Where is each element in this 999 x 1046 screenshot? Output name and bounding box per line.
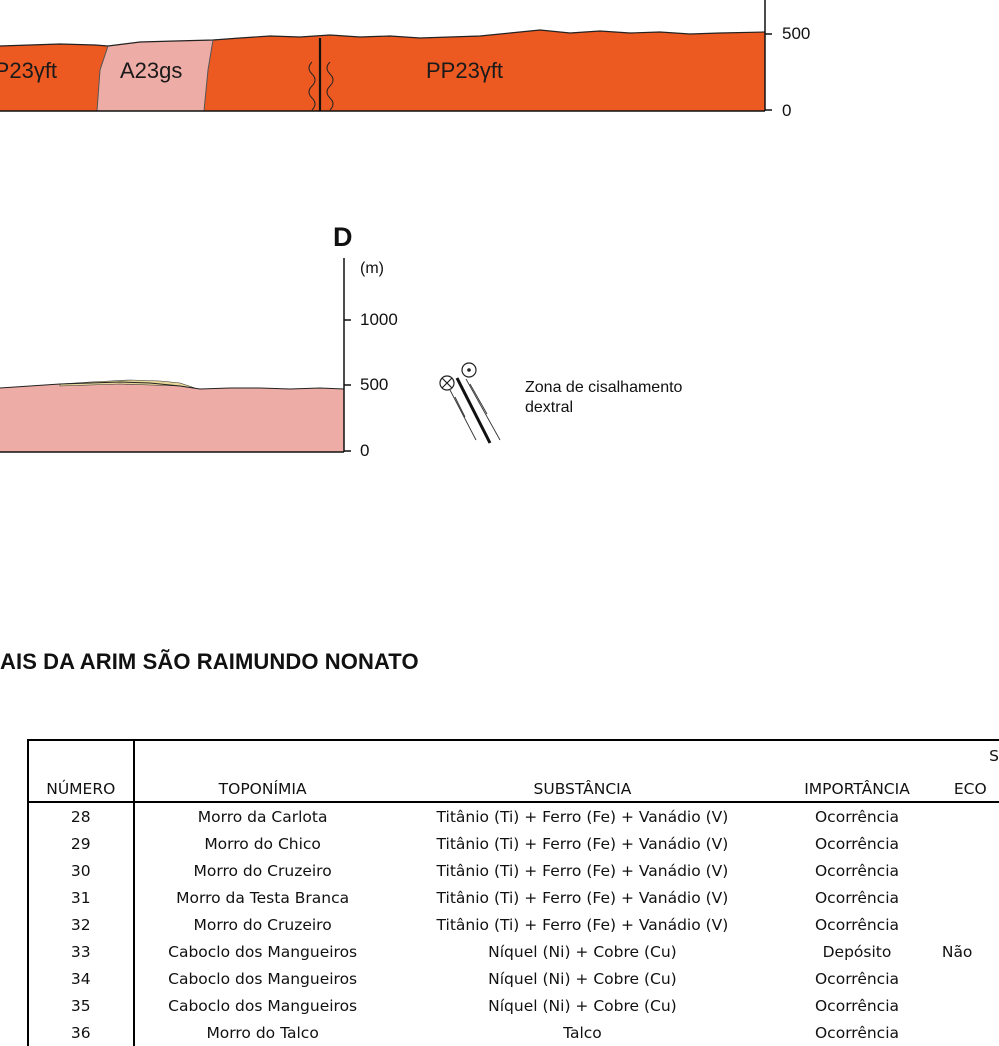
unit-bedrock — [0, 382, 344, 452]
table-cell-toponimia: Morro do Talco — [206, 1023, 319, 1042]
unit-granite-left — [0, 44, 108, 111]
table-row: 32 Morro do Cruzeiro Titânio (Ti) + Ferro … — [27, 911, 999, 938]
header-top-cell-eco: S — [939, 739, 999, 771]
table-cell-eco — [940, 965, 999, 992]
table-row: 28 Morro da Carlota Titânio (Ti) + Ferro (… — [27, 802, 999, 830]
legend-text-line1: Zona de cisalhamento — [525, 379, 683, 396]
unit-label-gneiss: A23gs — [120, 58, 183, 83]
column-header-importancia: IMPORTÂNCIA — [774, 771, 940, 803]
top-cross-section — [0, 0, 772, 112]
table-cell-substancia: Titânio (Ti) + Ferro (Fe) + Vanádio (V) — [436, 915, 729, 934]
header-top-cell-toponimia — [133, 739, 391, 771]
table-cell-substancia: Níquel (Ni) + Cobre (Cu) — [488, 969, 677, 988]
shear-squiggle-left — [308, 61, 316, 111]
table-cell-substancia: Talco — [563, 1023, 602, 1042]
table-cell-toponimia: Morro do Cruzeiro — [193, 915, 332, 934]
column-header-numero: NÚMERO — [27, 771, 135, 803]
table-row: 36 Morro do Talco Talco Ocorrência — [27, 1019, 999, 1046]
table-cell-numero: 32 — [27, 911, 135, 938]
table-cell-eco — [940, 911, 999, 938]
tick-label-500: 500 — [782, 24, 811, 43]
table-cell-substancia: Titânio (Ti) + Ferro (Fe) + Vanádio (V) — [436, 861, 729, 880]
table-cell-toponimia: Morro do Cruzeiro — [193, 861, 332, 880]
table-cell-eco — [940, 802, 999, 830]
tick-label-0-bottom: 0 — [360, 441, 370, 460]
table-cell-substancia: Níquel (Ni) + Cobre (Cu) — [488, 942, 677, 961]
tick-label-1000: 1000 — [360, 310, 398, 329]
contact-line-left — [96, 45, 109, 112]
table-row: 31 Morro da Testa Branca Titânio (Ti) + Fe… — [27, 884, 999, 911]
contact-line-right — [203, 39, 214, 112]
table-cell-toponimia: Caboclo dos Mangueiros — [168, 969, 358, 988]
legend-shear-zone: Zona de cisalhamento dextral — [525, 378, 682, 418]
shear-squiggle-right — [326, 61, 334, 111]
column-header-eco: ECO — [939, 771, 999, 803]
unit-label-main: PP23γft — [426, 58, 504, 83]
tick-label-0: 0 — [782, 101, 792, 120]
table-cell-importancia: Ocorrência — [814, 996, 900, 1015]
header-top-cell-numero — [27, 739, 135, 771]
unit-gneiss-block — [97, 40, 213, 111]
table-cell-importancia: Ocorrência — [814, 807, 900, 826]
table-cell-substancia: Titânio (Ti) + Ferro (Fe) + Vanádio (V) — [436, 888, 729, 907]
header-top-cell-substancia — [390, 739, 775, 771]
unit-label-left: PP23γft — [0, 58, 58, 83]
table-cell-toponimia: Caboclo dos Mangueiros — [168, 996, 358, 1015]
table-cell-importancia: Ocorrência — [814, 915, 900, 934]
tick-label-500-bottom: 500 — [360, 375, 389, 394]
table-cell-numero: 36 — [27, 1019, 135, 1046]
table-row: 30 Morro do Cruzeiro Titânio (Ti) + Ferro … — [27, 857, 999, 884]
table-cell-importancia: Ocorrência — [814, 834, 900, 853]
table-row: 29 Morro do Chico Titânio (Ti) + Ferro (Fe… — [27, 830, 999, 857]
table-cell-substancia: Titânio (Ti) + Ferro (Fe) + Vanádio (V) — [436, 807, 729, 826]
table-cell-substancia: Titânio (Ti) + Ferro (Fe) + Vanádio (V) — [436, 834, 729, 853]
unit-granite-main — [204, 30, 765, 111]
table-cell-eco — [940, 857, 999, 884]
table-cell-toponimia: Morro da Carlota — [197, 807, 328, 826]
bottom-cross-section — [0, 258, 501, 453]
table-cell-toponimia: Morro do Chico — [204, 834, 321, 853]
table-cell-importancia: Ocorrência — [814, 1023, 900, 1042]
table-cell-numero: 30 — [27, 857, 135, 884]
axis-unit-label: (m) — [360, 260, 384, 277]
shear-zone-symbol-icon — [439, 362, 501, 444]
section-letter: D — [333, 222, 353, 252]
legend-text-line2: dextral — [525, 399, 574, 416]
table-cell-eco — [940, 830, 999, 857]
table-cell-toponimia: Morro da Testa Branca — [176, 888, 350, 907]
topography-line-bottom — [0, 381, 345, 390]
column-header-toponimia: TOPONÍMIA — [133, 771, 391, 803]
table-row: 33 Caboclo dos Mangueiros Níquel (Ni) + Co… — [27, 938, 999, 965]
topography-line — [0, 29, 766, 47]
table-cell-importancia: Ocorrência — [814, 888, 900, 907]
mineral-occurrences-table: S NÚMERO TOPONÍMIA SUBSTÂNCIA IMPORTÂNCI… — [27, 739, 999, 1046]
table-cell-numero: 29 — [27, 830, 135, 857]
table-cell-eco — [940, 992, 999, 1019]
table-row: 34 Caboclo dos Mangueiros Níquel (Ni) + Co… — [27, 965, 999, 992]
table-cell-eco: Não — [941, 942, 973, 961]
table-cell-substancia: Níquel (Ni) + Cobre (Cu) — [488, 996, 677, 1015]
table-cell-numero: 35 — [27, 992, 135, 1019]
section-title: AIS DA ARIM SÃO RAIMUNDO NONATO — [0, 649, 419, 674]
header-top-cell-importancia — [774, 739, 940, 771]
table-cell-importancia: Ocorrência — [814, 969, 900, 988]
table-cell-importancia: Depósito — [822, 942, 892, 961]
table-row: 35 Caboclo dos Mangueiros Níquel (Ni) + Co… — [27, 992, 999, 1019]
column-header-substancia: SUBSTÂNCIA — [390, 771, 775, 803]
table-cell-toponimia: Caboclo dos Mangueiros — [168, 942, 358, 961]
table-cell-numero: 28 — [27, 802, 135, 830]
table-cell-numero: 31 — [27, 884, 135, 911]
table-cell-eco — [940, 1019, 999, 1046]
table-cell-numero: 33 — [27, 938, 135, 965]
table-cell-importancia: Ocorrência — [814, 861, 900, 880]
table-cell-eco — [940, 884, 999, 911]
table-cell-numero: 34 — [27, 965, 135, 992]
